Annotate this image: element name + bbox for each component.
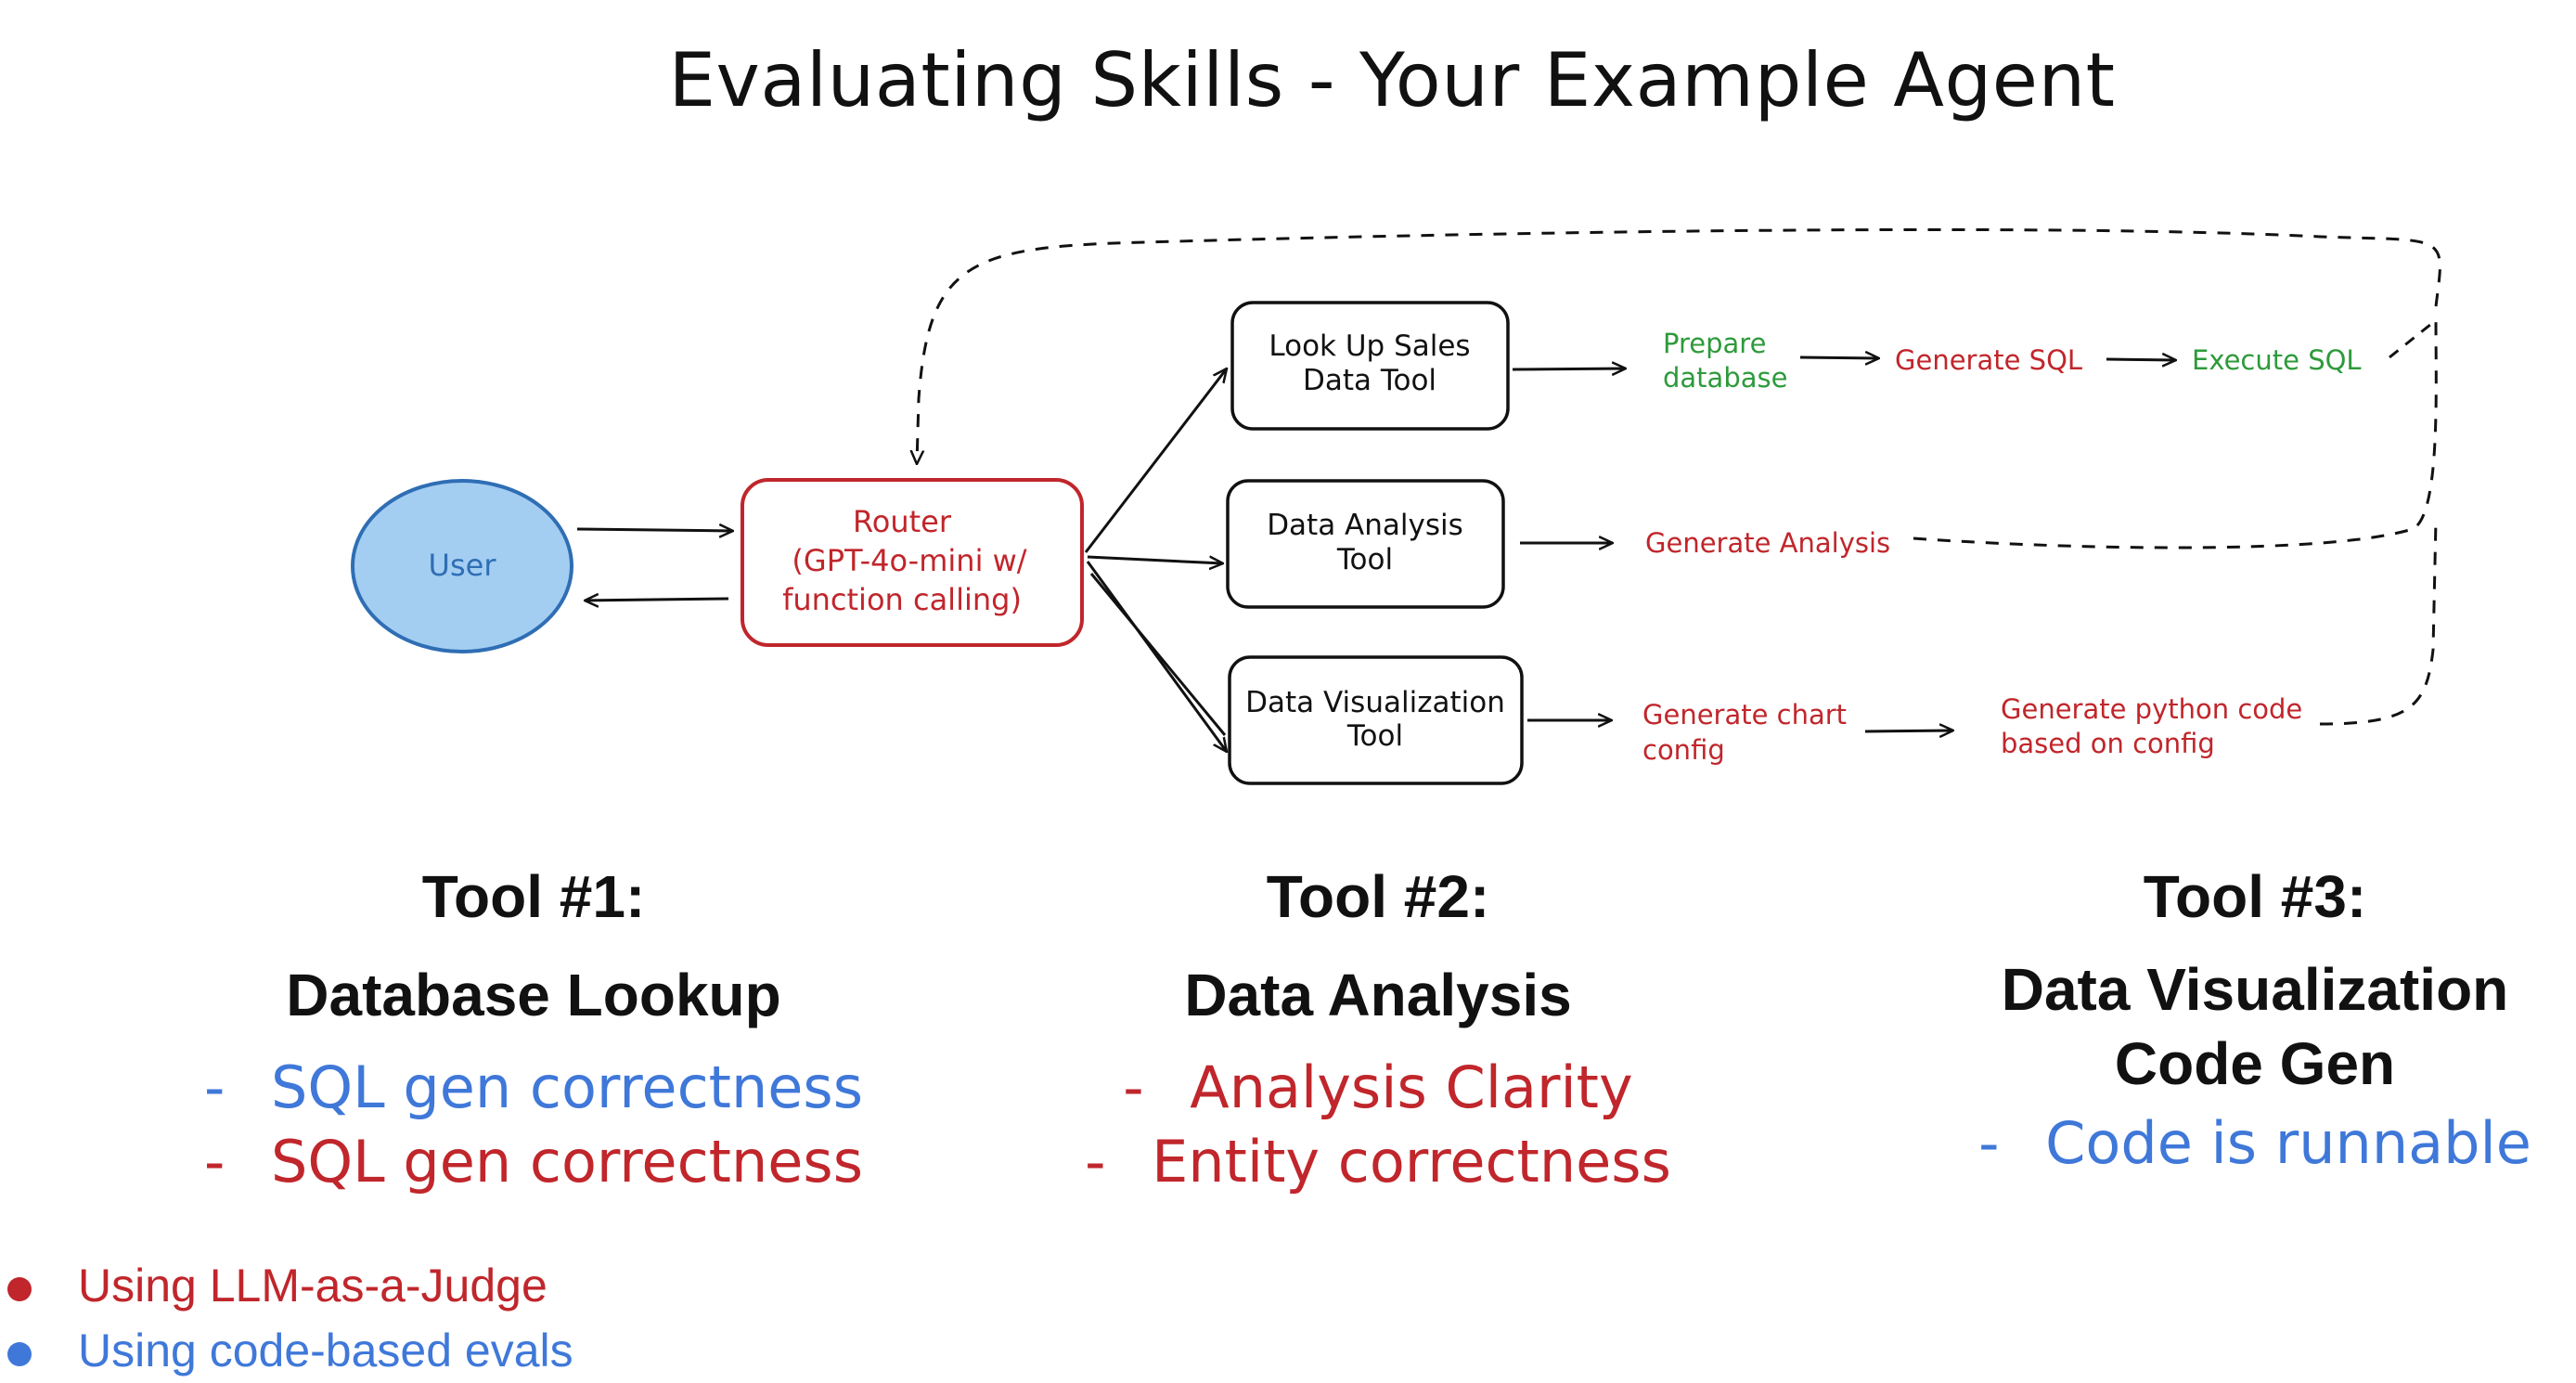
tool-1-column: Tool #1: Database Lookup -SQL gen correc… [162, 854, 905, 1199]
user-node [351, 479, 573, 653]
arrow-user-to-router [576, 529, 733, 531]
page-title: Evaluating Skills - Your Example Agent [668, 37, 2116, 123]
tool-2-item-2: -Entity correctness [1085, 1128, 1671, 1196]
step-generate-analysis: Generate Analysis [1645, 527, 1890, 559]
dashed-feed-analysis [1913, 319, 2438, 549]
arrow-chart-to-python [1864, 730, 1953, 731]
tool-lookup-label-1: Look Up Sales [1269, 330, 1470, 363]
tool-1-item-1: -SQL gen correctness [203, 1053, 864, 1121]
agent-diagram: User Router (GPT-4o-mini w/ function cal… [351, 227, 2441, 785]
legend-item-code: Using code-based evals [7, 1318, 573, 1383]
tool-2-column: Tool #2: Data Analysis -Analysis Clarity… [1007, 854, 1749, 1199]
tool-viz-node [1228, 655, 1524, 785]
tool-lookup-node [1230, 301, 1510, 431]
tool-3-item-1: -Code is runnable [1978, 1109, 2531, 1177]
legend-item-llm: Using LLM-as-a-Judge [7, 1253, 573, 1318]
tool-2-item-1: -Analysis Clarity [1123, 1053, 1633, 1121]
arrow-router-to-analysis [1087, 557, 1223, 563]
arrow-generate-to-execute [2106, 359, 2176, 360]
tool-1-heading: Tool #1: [421, 863, 646, 930]
tool-analysis-node [1226, 479, 1505, 609]
step-python-code-2: based on config [2001, 728, 2215, 759]
return-loop-dashed [917, 227, 2441, 464]
tool-3-name: Data Visualization [2001, 956, 2509, 1023]
arrow-router-to-viz-a [1086, 561, 1227, 752]
arrow-router-to-lookup [1084, 368, 1227, 553]
tool-lookup-label-2: Data Tool [1303, 364, 1436, 397]
legend-dot-blue [7, 1341, 32, 1366]
user-label: User [429, 548, 497, 583]
tool-1-name: Database Lookup [286, 962, 781, 1028]
step-prepare-2: database [1663, 362, 1787, 394]
router-label-1: Router [853, 504, 952, 539]
legend: Using LLM-as-a-Judge Using code-based ev… [7, 1253, 573, 1383]
arrow-prepare-to-generate-sql [1799, 357, 1879, 358]
tool-viz-label-2: Tool [1346, 719, 1403, 753]
tool-3-column: Tool #3: Data Visualization Code Gen -Co… [1884, 854, 2576, 1181]
tool-3-name-2: Code Gen [2114, 1030, 2396, 1097]
dashed-feed-execute [2389, 318, 2437, 359]
arrow-lookup-to-prepare [1512, 368, 1626, 369]
dashed-feed-python [2319, 519, 2438, 726]
arrow-router-to-viz-b [1089, 573, 1227, 736]
arrow-router-to-user [585, 599, 729, 601]
router-label-2: (GPT-4o-mini w/ [792, 543, 1026, 578]
router-label-3: function calling) [782, 582, 1022, 617]
router-node [741, 478, 1084, 647]
tool-3-heading: Tool #3: [2143, 863, 2367, 930]
step-prepare-1: Prepare [1663, 328, 1766, 359]
tool-1-item-2: -SQL gen correctness [203, 1128, 864, 1196]
step-chart-config-1: Generate chart [1642, 699, 1847, 730]
tool-2-heading: Tool #2: [1266, 863, 1490, 930]
step-generate-sql: Generate SQL [1895, 344, 2082, 376]
step-execute-sql: Execute SQL [2192, 344, 2362, 376]
tool-viz-label-1: Data Visualization [1245, 686, 1505, 719]
legend-dot-red [7, 1276, 32, 1301]
step-python-code-1: Generate python code [2001, 693, 2302, 725]
tool-2-name: Data Analysis [1184, 962, 1572, 1028]
tool-analysis-label-1: Data Analysis [1267, 509, 1463, 542]
tool-analysis-label-2: Tool [1336, 543, 1393, 576]
step-chart-config-2: config [1642, 734, 1725, 766]
